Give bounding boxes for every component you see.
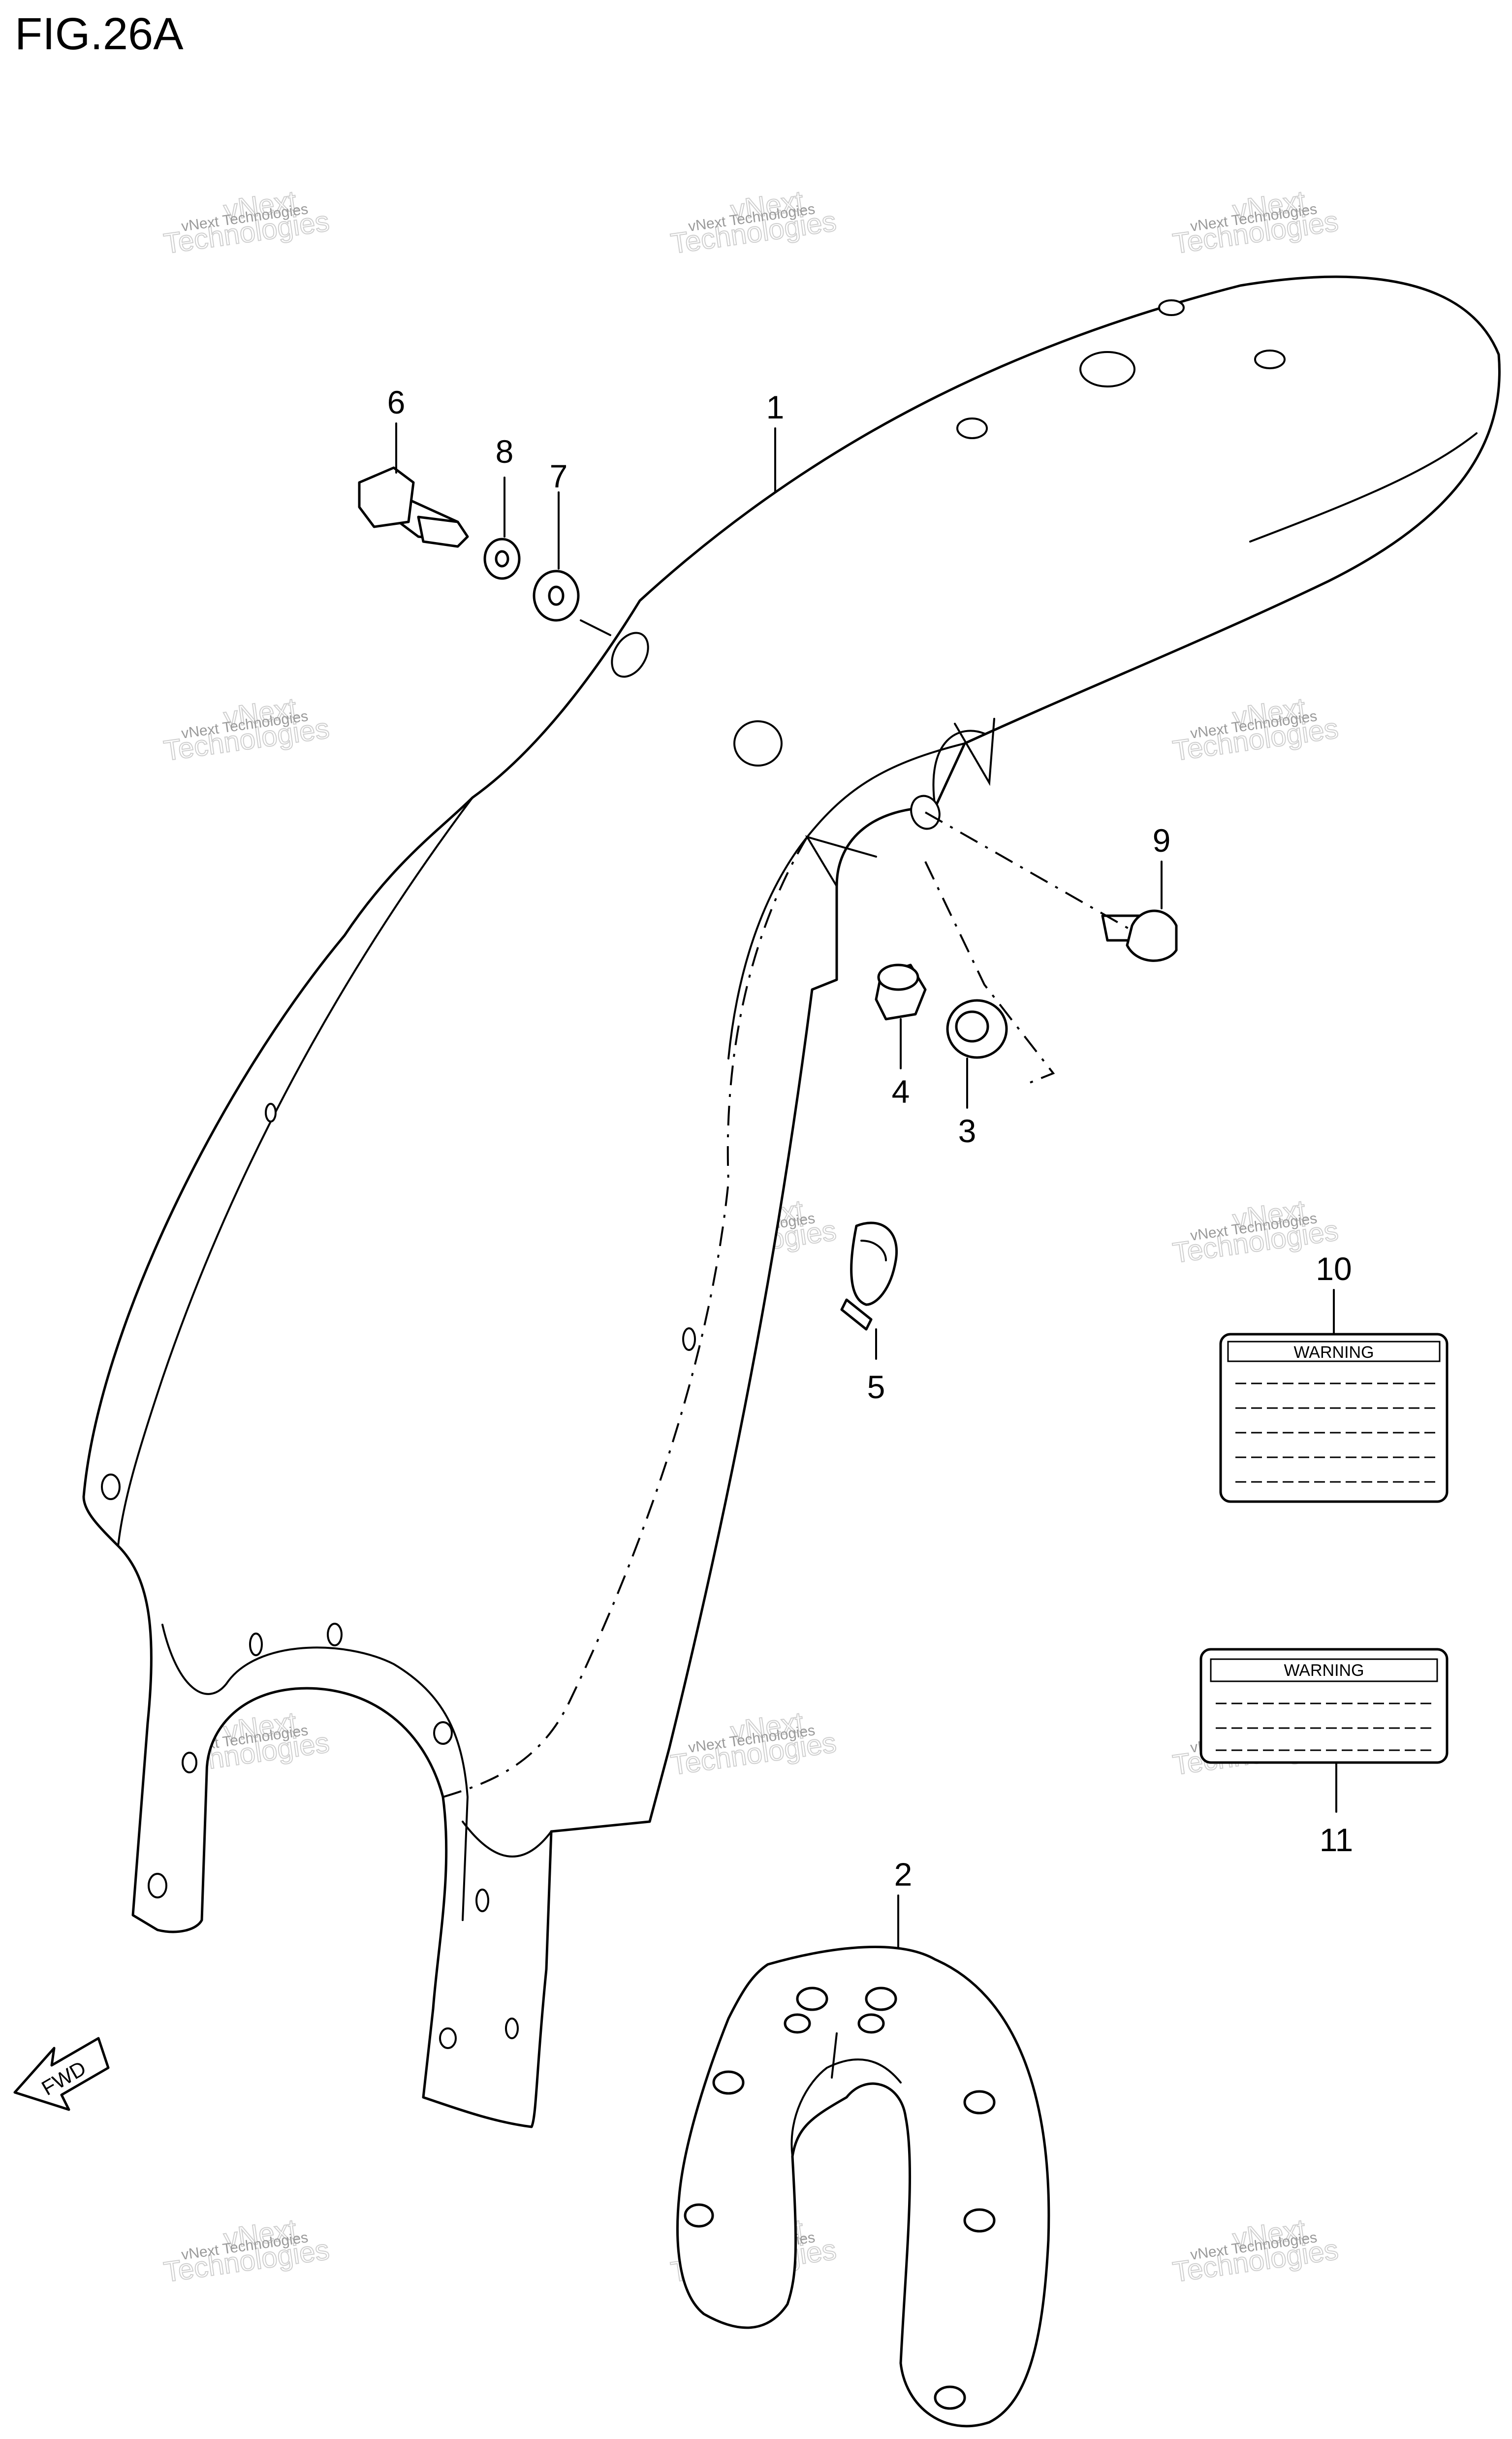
callout-3: 3 — [958, 1113, 976, 1149]
nut-part-4 — [875, 963, 927, 1021]
callout-11: 11 — [1320, 1822, 1354, 1858]
callout-5: 5 — [867, 1369, 885, 1405]
clamp-part-5 — [840, 1221, 898, 1331]
callout-leaders — [395, 422, 1337, 1948]
callout-2: 2 — [894, 1856, 913, 1893]
callout-7: 7 — [550, 458, 568, 494]
bolt-part-6 — [358, 466, 469, 548]
callout-10: 10 — [1316, 1251, 1352, 1287]
bolt-part-9 — [1101, 909, 1178, 962]
warning-label-11-text: WARNING — [1284, 1661, 1364, 1680]
grommet-part-3 — [946, 999, 1008, 1059]
warning-label-part-10: WARNING — [1219, 1333, 1449, 1503]
callouts: 1 2 3 4 5 6 7 8 9 10 11 — [387, 384, 1354, 1893]
callout-9: 9 — [1153, 822, 1171, 859]
callout-4: 4 — [892, 1073, 910, 1110]
washer-part-8 — [483, 538, 521, 580]
warning-label-10-text: WARNING — [1293, 1343, 1374, 1362]
callout-6: 6 — [387, 384, 406, 420]
fender-hole — [733, 720, 783, 767]
fender-hole — [1079, 351, 1135, 387]
callout-1: 1 — [766, 389, 785, 425]
rear-fender-part-1 — [82, 275, 1501, 2128]
callout-8: 8 — [496, 433, 514, 470]
washer-part-7 — [533, 570, 580, 622]
figure-title: FIG.26A — [15, 9, 184, 59]
warning-label-part-11: WARNING — [1199, 1648, 1449, 1764]
fwd-arrow-icon: FWD — [13, 2037, 110, 2111]
mud-guard-part-2 — [676, 1946, 1050, 2428]
